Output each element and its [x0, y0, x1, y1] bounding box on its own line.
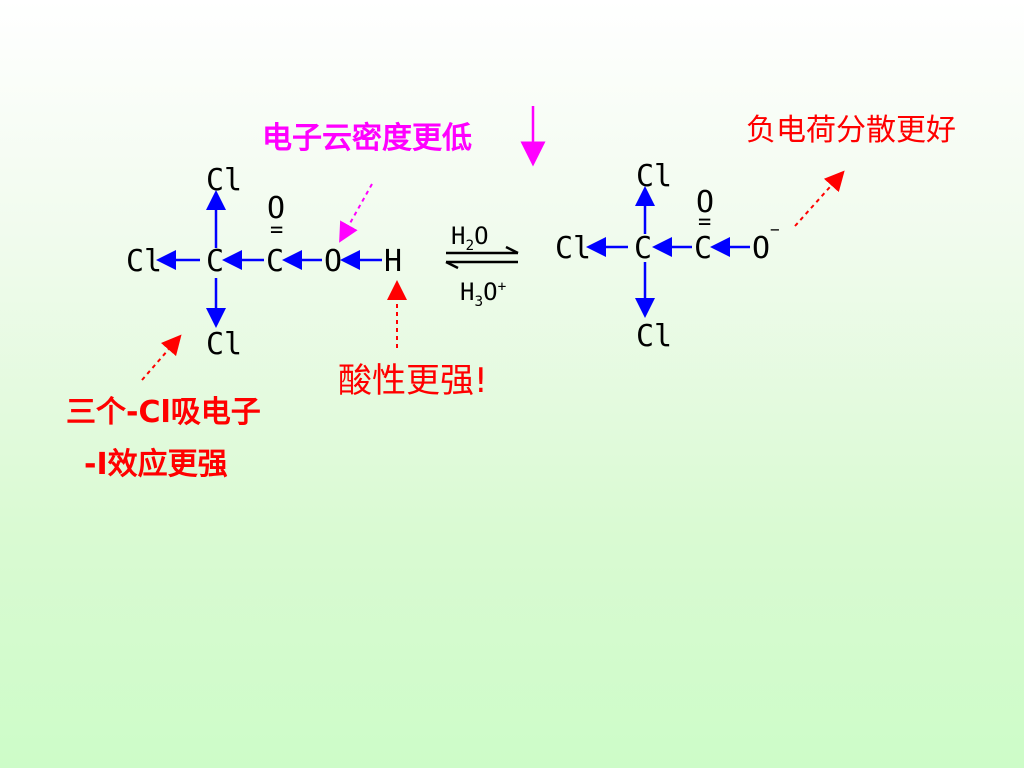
- left-c-central: C: [206, 244, 225, 279]
- reverse-reagent: H3O+: [460, 278, 507, 310]
- right-negative-charge: −: [770, 220, 780, 239]
- red-dotted-arrow-cl: [141, 334, 182, 381]
- left-o-carbonyl: O: [267, 191, 286, 226]
- left-cl-top: Cl: [206, 163, 243, 198]
- left-cl-left: Cl: [126, 244, 163, 279]
- right-double-bond: =: [698, 210, 712, 235]
- right-cl-left: Cl: [555, 231, 592, 266]
- right-c-carbonyl: C: [694, 231, 713, 266]
- acidity-label: 酸性更强!: [338, 361, 488, 401]
- equilibrium-forward-head: [505, 245, 519, 255]
- equilibrium-reverse-head: [445, 260, 459, 270]
- left-double-bond: =: [270, 218, 284, 243]
- right-o-anion: O: [752, 231, 771, 266]
- left-h: H: [384, 244, 403, 279]
- right-cl-top: Cl: [636, 159, 673, 194]
- left-cl-bottom: Cl: [206, 327, 243, 362]
- magenta-dotted-arrow: [339, 183, 373, 243]
- right-cl-bottom: Cl: [636, 319, 673, 354]
- right-c-central: C: [634, 231, 653, 266]
- withdraw-label: 三个-Cl吸电子: [66, 395, 261, 430]
- forward-reagent: H2O: [451, 222, 489, 254]
- left-o-hydroxyl: O: [324, 244, 343, 279]
- right-o-carbonyl: O: [696, 185, 715, 220]
- electron-density-label: 电子云密度更低: [262, 121, 472, 156]
- inductive-effect-label: -I效应更强: [84, 447, 228, 482]
- charge-dispersion-label: 负电荷分散更好: [746, 113, 956, 148]
- left-c-carbonyl: C: [266, 244, 285, 279]
- red-dotted-arrow-charge: [794, 170, 845, 227]
